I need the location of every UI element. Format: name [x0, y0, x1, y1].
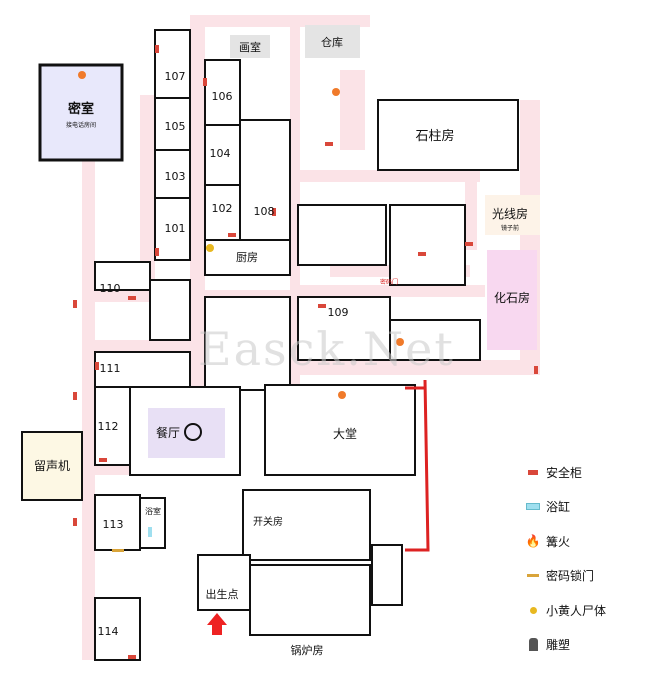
room-number-label: 106 — [212, 90, 233, 103]
bonfire-markers — [78, 71, 404, 399]
password-door-marker — [112, 549, 124, 552]
legend-item-safe-cabinet: 安全柜 — [520, 455, 645, 490]
room-number-label: 114 — [98, 625, 119, 638]
legend: 安全柜 浴缸 🔥 篝火 密码锁门 小黄人尸体 雕塑 — [520, 455, 645, 662]
room-number-label: 107 — [165, 70, 186, 83]
label-kitchen: 厨房 — [236, 251, 258, 264]
room-number-label: 109 — [328, 306, 349, 319]
watermark: Easck.Net — [198, 322, 455, 376]
room-number-label: 103 — [165, 170, 186, 183]
legend-label: 雕塑 — [546, 638, 571, 653]
label-painting: 画室 — [239, 40, 261, 54]
label-phonograph: 留声机 — [34, 459, 70, 473]
label-secret-sub: 接电话房间 — [66, 121, 96, 129]
label-corridor-note: 密码门 — [380, 278, 398, 286]
label-fossil: 化石房 — [494, 290, 530, 305]
yellow-corpse-marker — [206, 244, 214, 252]
label-bath: 浴室 — [145, 506, 161, 516]
legend-item-yellow-corpse: 小黄人尸体 — [520, 593, 645, 628]
label-light-sub: 镜子前 — [501, 224, 519, 232]
statue-icon — [520, 638, 546, 652]
room-number-label: 105 — [165, 120, 186, 133]
safe-cabinet-icon — [520, 469, 546, 475]
yellow-corpse-icon — [520, 606, 546, 614]
legend-label: 浴缸 — [546, 500, 571, 515]
legend-label: 安全柜 — [546, 465, 583, 480]
legend-item-bathtub: 浴缸 — [520, 490, 645, 525]
label-pillar: 石柱房 — [415, 128, 454, 144]
bathtub-marker — [148, 527, 152, 537]
room-number-label: 111 — [100, 362, 121, 375]
room-outlines — [21, 25, 540, 661]
label-secret: 密室 — [67, 101, 94, 117]
room-number-label: 108 — [254, 205, 275, 218]
legend-item-bonfire: 🔥 篝火 — [520, 524, 645, 559]
room-number-label: 113 — [103, 518, 124, 531]
label-spawn: 出生点 — [206, 587, 239, 601]
room-labels: 密室 接电话房间 留声机 画室 仓库 石柱房 光线房 镜子前 化石房 厨房 餐厅… — [34, 35, 530, 657]
label-dining: 餐厅 — [156, 425, 180, 440]
label-storage: 仓库 — [321, 35, 343, 49]
bonfire-icon: 🔥 — [525, 534, 541, 549]
legend-item-statue: 雕塑 — [520, 628, 645, 663]
label-boiler: 锅炉房 — [291, 644, 324, 657]
legend-label: 篝火 — [546, 534, 571, 549]
legend-label: 密码锁门 — [546, 569, 595, 584]
room-number-label: 104 — [210, 147, 231, 160]
room-number-label: 102 — [212, 202, 233, 215]
label-switch: 开关房 — [253, 515, 283, 528]
password-door-icon — [520, 574, 546, 578]
bathtub-icon — [520, 503, 546, 511]
room-number-label: 110 — [100, 282, 121, 295]
label-light: 光线房 — [492, 206, 528, 221]
room-number-label: 101 — [165, 222, 186, 235]
label-hall: 大堂 — [333, 427, 357, 441]
room-number-label: 112 — [98, 420, 119, 433]
safe-cabinets — [73, 45, 538, 659]
legend-item-password-door: 密码锁门 — [520, 559, 645, 594]
legend-label: 小黄人尸体 — [546, 603, 607, 618]
